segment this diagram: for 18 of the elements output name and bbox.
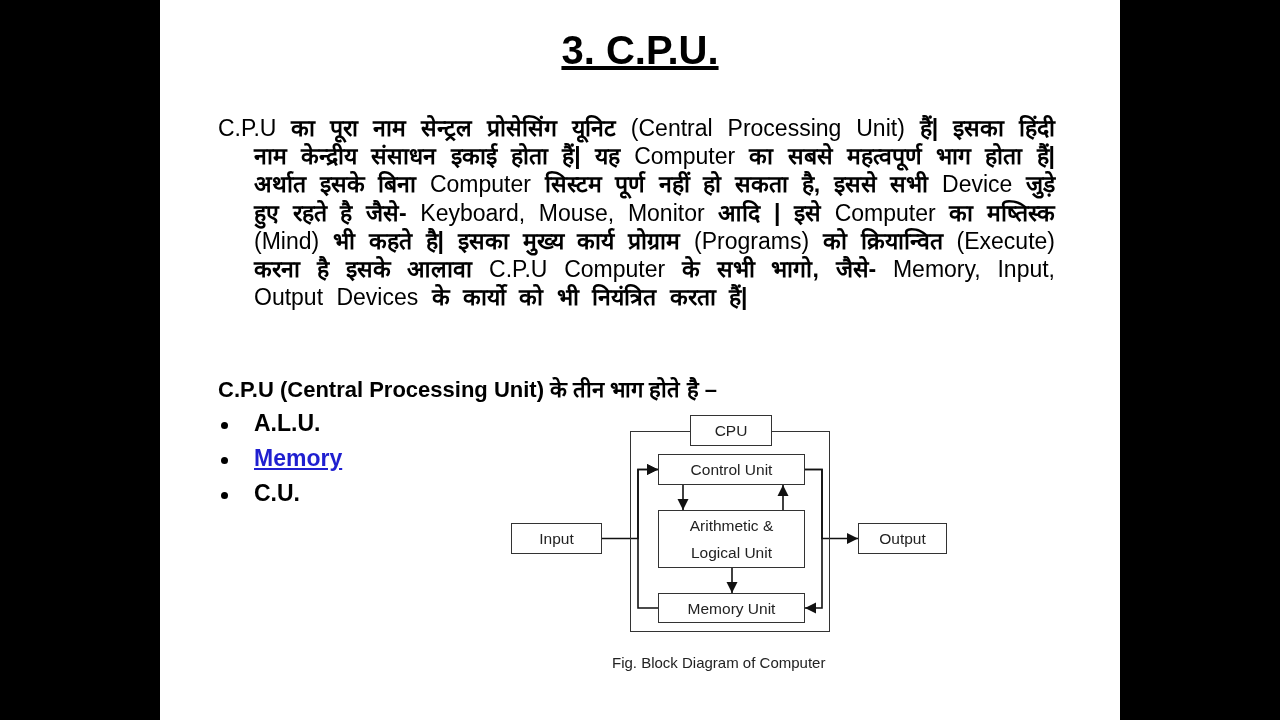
figure-caption: Fig. Block Diagram of Computer (612, 654, 826, 671)
paragraph-text: C.P.U का पूरा नाम सेन्ट्रल प्रोसेसिंग यूनिट (Central Processing Unit) हैं| इसका हिंदी नाम केन्द्रीय संसाधन इकाई होता हैं| यह Computer का सबसे महत्वपूर्ण भाग होता हैं| अर्थात इसके बिना Computer सिस्टम पूर्ण नहीं हो सकता है, इससे सभी Device जुड़े हुए रहते है जैसे- Keyboard, Mouse, Monitor आदि | इसे Computer का मष्तिस्क (Mind) भी कहते है| इसका मुख्य कार्य प्रोग्राम (Programs) को क्रियान्वित (Execute) करना है इसके आलावा C.P.U Computer के सभी भागो, जैसे- Memory, Input, Output Devices के कार्यो को भी नियंत्रित करता हैं| (218, 114, 1055, 312)
arrow (804, 468, 859, 545)
list-link: Memory (254, 445, 343, 472)
arrow (637, 463, 659, 609)
output-box: Output (858, 523, 947, 554)
heading-box: CPU (690, 415, 772, 446)
arrow (677, 484, 689, 511)
process-box: Memory Unit (658, 593, 805, 623)
input-box: Input (511, 523, 602, 554)
arrow (726, 567, 738, 594)
subheading-text: C.P.U (Central Processing Unit) के तीन भाग होते है – (218, 376, 717, 403)
slide-title: 3. C.P.U. (561, 28, 719, 72)
process-box: Arithmetic & Logical Unit (658, 510, 805, 568)
arrow (777, 484, 789, 511)
list-item-text: A.L.U. (254, 410, 321, 437)
process-box: Control Unit (658, 454, 805, 485)
list-item-text: C.U. (254, 480, 300, 507)
